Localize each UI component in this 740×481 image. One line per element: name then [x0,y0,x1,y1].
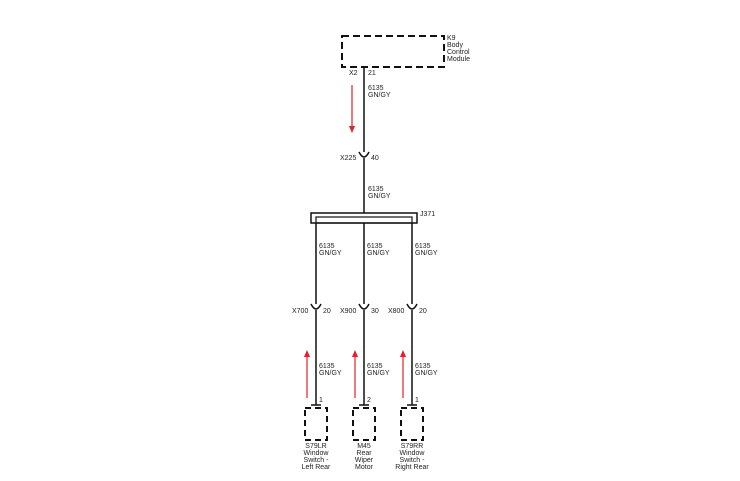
wire-top-circuit: 6135 [368,85,384,92]
lower-left-circuit: 6135 [319,363,335,370]
connector-x225-symbol[interactable] [358,151,370,158]
lower-center-color: GN/GY [367,370,390,377]
connector-x900-label: X900 [340,308,357,315]
device-box-s79lr[interactable] [304,407,328,441]
device-center-name-2: Rear [356,450,372,457]
splice-j371[interactable] [310,212,418,224]
lower-right-circuit: 6135 [415,363,431,370]
branch-right-circuit: 6135 [415,243,431,250]
device-center-name-3: Wiper [354,457,374,464]
device-left-name-4: Left Rear [301,464,331,471]
device-center-name-1: M45 [357,443,371,450]
wire-top-color: GN/GY [368,92,391,99]
connector-x700-label: X700 [292,308,309,315]
connector-x800-symbol[interactable] [406,303,418,310]
device-left-name-1: S79LR [305,443,327,450]
flow-arrow-up-right-head [400,350,406,357]
lower-center-circuit: 6135 [367,363,383,370]
connector-x700-symbol[interactable] [310,303,322,310]
device-left-name-2: Window [303,450,329,457]
device-right-name-3: Switch - [399,457,425,464]
body-control-module-box[interactable] [341,35,445,68]
module-connector-label: X2 [349,70,358,77]
flow-arrow-down-head [349,126,355,133]
flow-arrow-up-left-head [304,350,310,357]
lower-right-color: GN/GY [415,370,438,377]
connector-x800-label: X800 [388,308,405,315]
device-center-name-4: Motor [355,464,373,471]
branch-center-color: GN/GY [367,250,390,257]
device-right-name-2: Window [399,450,425,457]
device-left-pin: 1 [319,397,323,404]
connector-x800-pin: 20 [419,308,427,315]
module-name-line1: Body [447,42,463,49]
device-box-m45[interactable] [352,407,376,441]
splice-label: J371 [420,211,436,218]
inline-connector-pin: 40 [371,155,379,162]
module-id-label: K9 [447,35,456,42]
module-name-line2: Control [447,49,470,56]
device-left-name-3: Switch - [303,457,329,464]
flow-arrow-up-center-head [352,350,358,357]
connector-x900-pin: 30 [371,308,379,315]
splice-j371-inner [315,216,413,224]
device-box-s79rr[interactable] [400,407,424,441]
branch-left-circuit: 6135 [319,243,335,250]
device-right-name-1: S79RR [400,443,424,450]
wire-mid-color: GN/GY [368,193,391,200]
device-right-pin: 1 [415,397,419,404]
lower-left-color: GN/GY [319,370,342,377]
connector-x700-pin: 20 [323,308,331,315]
inline-connector-label: X225 [340,155,357,162]
connector-x900-symbol[interactable] [358,303,370,310]
branch-center-circuit: 6135 [367,243,383,250]
device-center-pin: 2 [367,397,371,404]
module-pin-label: 21 [368,70,376,77]
module-name-line3: Module [447,56,470,63]
branch-left-color: GN/GY [319,250,342,257]
branch-right-color: GN/GY [415,250,438,257]
wire-mid-circuit: 6135 [368,186,384,193]
device-right-name-4: Right Rear [395,464,429,471]
